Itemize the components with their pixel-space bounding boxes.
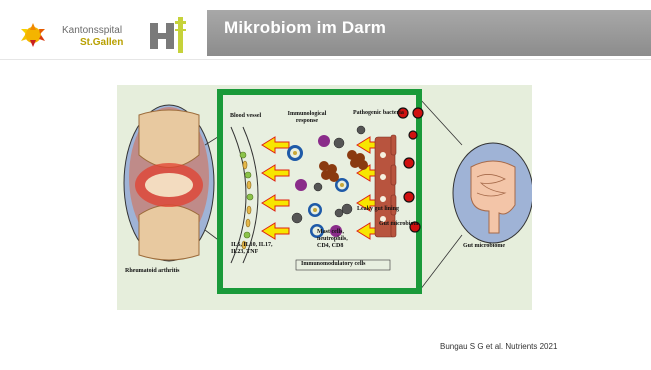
header-divider	[0, 59, 651, 60]
kantonsspital-logo-icon	[9, 21, 57, 49]
citation: Bungau S G et al. Nutrients 2021	[440, 342, 557, 351]
label-immunomodulatory-cells: Immunomodulatory cells	[301, 261, 366, 268]
label-cells: Mast cells, neutrophils, CD4, CD8	[317, 229, 362, 250]
label-rheumatoid-arthritis: Rheumatoid arthritis	[125, 268, 180, 275]
logo-text-stgallen: St.Gallen	[80, 37, 123, 48]
label-leaky-gut-lining: Leaky gut lining	[357, 206, 399, 213]
label-blood-vessel: Blood vessel	[230, 113, 261, 120]
label-gut-microbiome: Gut microbiome	[463, 243, 505, 250]
slide-title: Mikrobiom im Darm	[224, 18, 386, 38]
microbiome-figure: Rheumatoid arthritis Gut microbiome Bloo…	[117, 85, 532, 310]
label-cytokines: IL6, IL10, IL17, IL23, TNF	[231, 242, 281, 256]
label-pathogenic-bacteria: Pathogenic bacteria	[353, 110, 404, 117]
label-immunological-response: Immunological response	[283, 111, 331, 125]
logo-text-kantonsspital: Kantonsspital	[62, 25, 122, 36]
label-gut-microbiota: Gut microbiota	[379, 221, 418, 228]
hospital-h-icon	[150, 15, 192, 57]
